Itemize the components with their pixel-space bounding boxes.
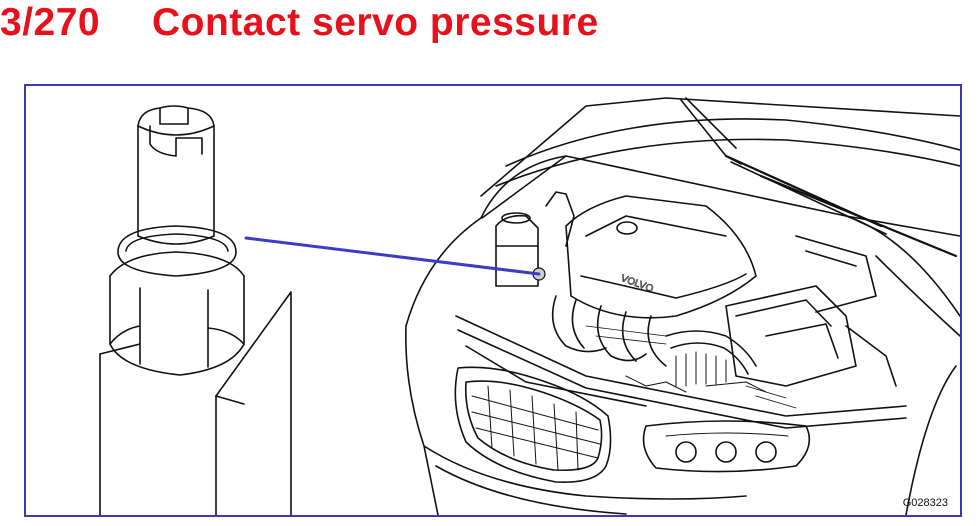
illustration-frame: VOLVO: [24, 84, 962, 517]
svg-text:VOLVO: VOLVO: [619, 273, 655, 295]
page-title: 3/270 Contact servo pressure: [0, 0, 599, 46]
section-title: Contact servo pressure: [152, 1, 599, 44]
figure-id-label: G028323: [902, 497, 948, 509]
section-number: 3/270: [0, 1, 101, 44]
leader-line: [244, 236, 541, 276]
illustration-svg: VOLVO: [99, 97, 960, 515]
engine-bay-illustration: VOLVO: [405, 97, 960, 515]
pressure-switch-closeup: [99, 105, 292, 515]
